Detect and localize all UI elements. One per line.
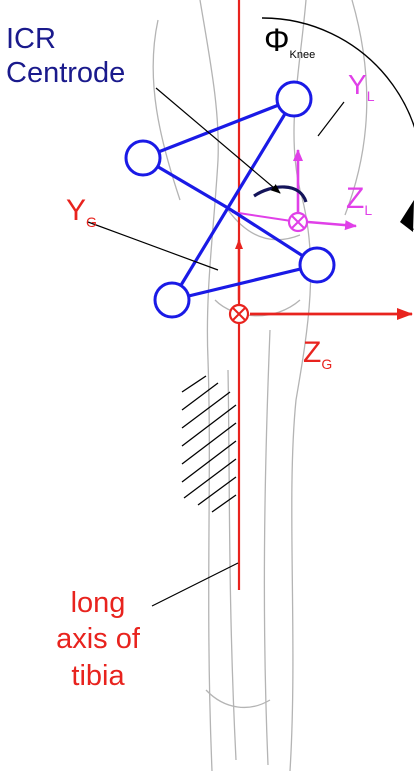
local-origin-marker — [287, 211, 309, 233]
four-bar-linkage — [142, 97, 318, 302]
local-frame-line — [231, 211, 299, 223]
yg-label: YG — [66, 194, 97, 230]
tibia-label-line2: axis of — [56, 623, 141, 655]
knee-angle-arrowhead — [400, 200, 414, 232]
joint-top-left — [124, 139, 162, 177]
joint-top-right — [275, 80, 313, 118]
global-origin-marker — [228, 303, 250, 325]
zg-label: ZG — [303, 336, 332, 372]
tibia-label-line3: tibia — [71, 660, 125, 692]
joint-bottom-right — [298, 246, 336, 284]
zl-arrow — [307, 220, 357, 231]
leg-sketch — [152, 0, 368, 771]
icr-label-line2: Centrode — [6, 57, 125, 89]
phi-knee-label: ΦKnee — [264, 22, 315, 61]
linkage-joints — [124, 80, 336, 319]
yl-leader-line — [317, 101, 345, 137]
icr-leader-line — [155, 87, 281, 194]
joint-bottom-left — [153, 281, 191, 319]
zl-label: ZL — [346, 182, 372, 218]
knee-angle-arc — [261, 17, 414, 230]
icr-label-line1: ICR — [6, 23, 56, 55]
icr-centrode-curve — [253, 185, 308, 203]
tibia-hatching — [181, 375, 237, 513]
tibia-leader-line — [151, 562, 239, 607]
yl-label: YL — [348, 69, 375, 104]
yg-leader-line — [87, 221, 219, 271]
tibia-label-line1: long — [71, 587, 126, 619]
